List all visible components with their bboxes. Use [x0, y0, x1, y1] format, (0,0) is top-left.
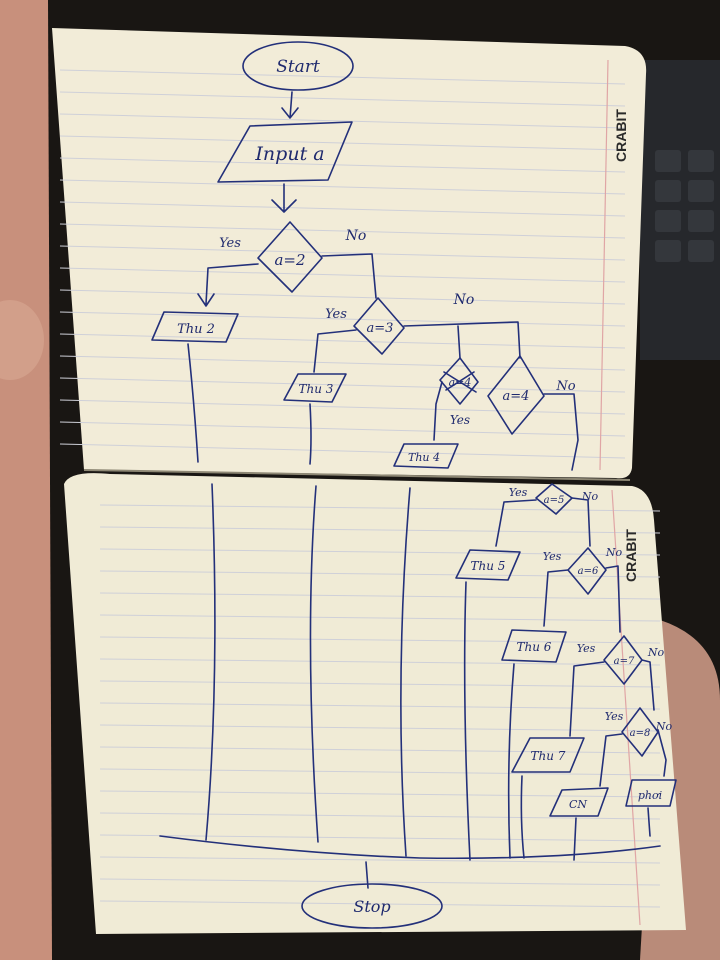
start-label: Start — [276, 57, 320, 77]
output-thu2-label: Thu 2 — [177, 322, 215, 337]
decision-a3 — [353, 297, 405, 355]
input-parallelogram — [217, 121, 353, 183]
yes-label-a5: Yes — [509, 486, 528, 499]
input-label: Input a — [254, 143, 324, 165]
arrow-a3-no — [403, 321, 521, 359]
arrow-a3-yes — [313, 329, 357, 373]
output-phoi-label: phơi — [638, 789, 662, 802]
arrow-a4-no — [543, 393, 579, 471]
decision-a6-label: a=6 — [578, 566, 599, 577]
line-phoi-down — [647, 807, 651, 837]
arrow-a5-no — [571, 497, 591, 547]
margin-line-bottom — [611, 489, 641, 926]
decision-a7 — [603, 635, 643, 685]
output-thu4 — [393, 443, 459, 469]
arrow-a6-yes — [543, 569, 569, 627]
stop-terminal — [301, 883, 443, 929]
yes-label-a7: Yes — [577, 642, 596, 655]
arrow-input-decision — [271, 183, 297, 213]
output-thu3 — [283, 373, 347, 403]
arrow-a8-yes — [599, 733, 623, 787]
line-long-2 — [309, 485, 319, 843]
decision-a6 — [567, 547, 607, 595]
line-thu3-down — [309, 403, 312, 465]
output-thu3-label: Thu 3 — [299, 382, 334, 396]
decision-a8-label: a=8 — [630, 728, 651, 739]
output-thu6-label: Thu 6 — [517, 640, 552, 654]
no-label-a8: No — [655, 720, 673, 733]
yes-label-a8: Yes — [605, 710, 624, 723]
arrow-start-input — [281, 91, 299, 119]
output-thu7 — [511, 737, 585, 773]
keyboard-keys — [655, 150, 714, 262]
output-thu5 — [455, 549, 521, 581]
start-terminal — [242, 41, 354, 91]
decision-a8 — [621, 707, 659, 757]
hand-left — [0, 0, 52, 960]
line-thu2-down — [187, 343, 199, 463]
line-thu6-down — [507, 663, 515, 859]
output-cn-label: CN — [569, 798, 587, 811]
output-thu5-label: Thu 5 — [471, 559, 506, 573]
yes-label-a6: Yes — [543, 550, 562, 563]
decision-a5-label: a=5 — [544, 495, 565, 506]
yes-label-a2: Yes — [219, 236, 241, 251]
arrow-a2-yes — [197, 263, 259, 307]
no-label-a7: No — [647, 646, 665, 659]
ruled-lines-bottom — [99, 504, 661, 908]
no-label-a6: No — [605, 546, 623, 559]
stop-label: Stop — [353, 897, 390, 916]
line-thu5-down — [463, 581, 471, 861]
output-phoi — [625, 779, 677, 807]
arrow-a7-no — [641, 659, 655, 711]
collector-line — [159, 835, 661, 860]
decision-a5 — [535, 483, 573, 515]
arrow-a8-no — [657, 729, 667, 777]
output-thu7-label: Thu 7 — [531, 749, 566, 763]
no-label-a5: No — [581, 490, 599, 503]
output-cn — [549, 787, 609, 817]
no-label-a3: No — [453, 292, 475, 308]
scribble-strike — [443, 371, 477, 393]
yes-label-a4: Yes — [450, 413, 470, 427]
output-thu6 — [501, 629, 567, 663]
decision-a2 — [257, 221, 323, 293]
line-long-1 — [205, 483, 216, 841]
thumb — [0, 300, 44, 380]
arrow-a6-no — [605, 565, 621, 633]
arrow-a4-yes — [433, 381, 443, 441]
line-long-3 — [400, 487, 411, 857]
brand-label-top: CRABIT — [613, 109, 629, 162]
decision-a3-label: a=3 — [367, 321, 394, 336]
line-cn-down — [573, 817, 577, 861]
decision-a4 — [487, 355, 545, 435]
brand-label-bottom: CRABIT — [623, 529, 639, 582]
output-thu4-label: Thu 4 — [408, 451, 440, 464]
no-label-a2: No — [345, 228, 367, 244]
branch-a3-no — [457, 325, 461, 359]
margin-line-top — [599, 59, 609, 471]
output-thu2 — [151, 311, 239, 343]
arrow-a7-yes — [569, 661, 605, 737]
decision-a7-label: a=7 — [614, 656, 635, 667]
yes-label-a3: Yes — [325, 307, 347, 322]
decision-a2-label: a=2 — [274, 251, 305, 269]
notebook-page-bottom — [64, 473, 686, 934]
line-thu7-down — [520, 775, 525, 859]
page-fold — [83, 469, 631, 481]
arrow-a5-yes — [495, 499, 537, 547]
arrow-a2-no — [321, 253, 377, 299]
decision-a4-label: a=4 — [503, 389, 530, 404]
no-label-a4: No — [555, 379, 575, 394]
